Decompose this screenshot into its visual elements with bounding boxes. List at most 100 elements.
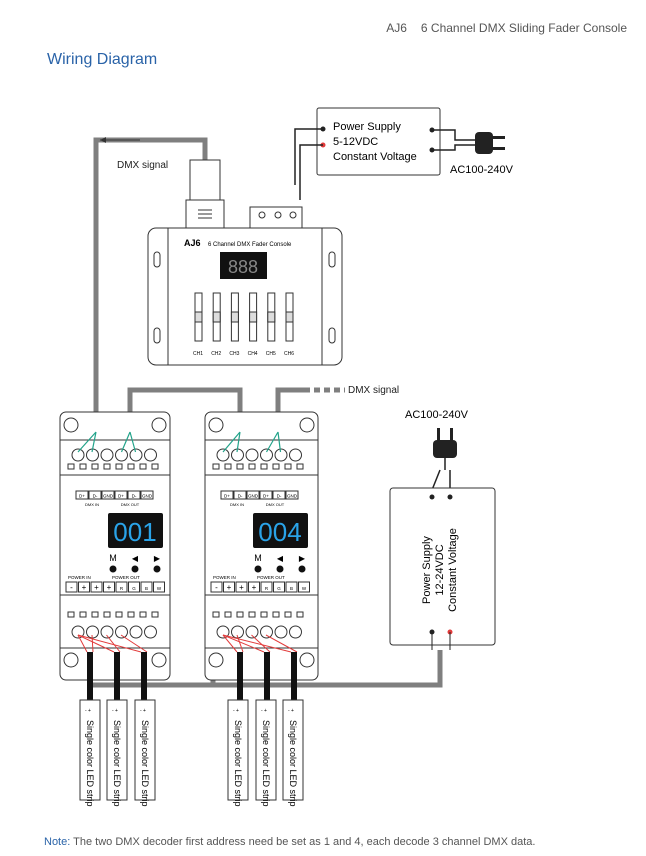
dmx-cable-link (127, 387, 243, 430)
header-product: 6 Channel DMX Sliding Fader Console (420, 21, 627, 35)
dmx-screw-terminal (71, 448, 85, 462)
dmx-terminal-label: GND (142, 494, 153, 499)
dmx-out-label: DMX OUT (121, 502, 140, 507)
dmx-terminal-label: D- (238, 494, 243, 499)
output-screw-terminal (144, 625, 157, 639)
power-terminal-icon (249, 206, 303, 229)
output-terminal-label: + (107, 583, 112, 592)
polarity-label: - + (261, 708, 267, 714)
output-terminal-label: B (290, 586, 293, 591)
ps-line: Constant Voltage (333, 151, 417, 163)
dmx-screw-terminal (144, 448, 157, 462)
prev-button[interactable] (131, 565, 139, 573)
output-terminal-label: G (132, 586, 136, 591)
big-power-supply (389, 487, 496, 646)
output-terminal-label: + (252, 583, 257, 592)
dmx-terminal-label: D- (132, 494, 137, 499)
dmx-screw-terminal (216, 448, 230, 462)
output-terminal-label: R (265, 586, 269, 591)
plug-icon (431, 428, 457, 491)
dmx-screw-terminal (245, 448, 259, 462)
ps-line: Power Supply (333, 121, 401, 133)
dmx-screw-terminal (260, 448, 273, 462)
power-in-label: POWER IN (68, 575, 91, 580)
dmx-terminal-label: D+ (263, 494, 269, 499)
button-label: M (254, 553, 262, 563)
led-strip-label: Single color LED strip (233, 720, 243, 807)
next-button[interactable] (153, 565, 161, 573)
mode-button[interactable] (109, 565, 117, 573)
led-strip-label: Single color LED strip (288, 720, 298, 807)
ps-line: 12-24VDC (434, 544, 446, 595)
dmx-terminal-label: D+ (118, 494, 124, 499)
button-label: ◀ (277, 554, 284, 563)
led-strip: - +Single color LED strip (106, 699, 128, 807)
led-strip: - + Single color LED strip (79, 699, 101, 807)
polarity-label: - + (288, 708, 294, 714)
polarity-label: - + (233, 708, 239, 714)
output-screw-terminal (216, 625, 230, 639)
dmx-out-label: DMX OUT (266, 502, 285, 507)
channel-label: CH3 (229, 351, 239, 357)
page-title: Wiring Diagram (47, 51, 158, 68)
fader-knob[interactable] (230, 311, 239, 323)
fader-knob[interactable] (194, 311, 203, 323)
note-text: The two DMX decoder first address need b… (70, 836, 536, 848)
fader-knob[interactable] (249, 311, 258, 323)
fader-knob[interactable] (285, 311, 294, 323)
output-screw-terminal (129, 625, 143, 639)
polarity-label: - + (85, 708, 91, 714)
power-out-label: POWER OUT (257, 575, 285, 580)
fader-knob[interactable] (267, 311, 276, 323)
output-terminal-label: - (70, 583, 73, 592)
led-strip-label: Single color LED strip (85, 720, 95, 807)
dmx-signal-label: DMX signal (117, 160, 168, 171)
console-name: 6 Channel DMX Fader Console (208, 242, 292, 248)
dmx-connector-icon (185, 159, 225, 229)
channel-label: CH2 (211, 351, 221, 357)
output-terminal-label: + (227, 583, 232, 592)
next-button[interactable] (298, 565, 306, 573)
button-label: ◀ (132, 554, 139, 563)
dmx-terminal-label: D+ (79, 494, 85, 499)
dmx-signal-label-2: DMX signal (348, 385, 399, 396)
mode-button[interactable] (254, 565, 262, 573)
output-screw-terminal (274, 625, 288, 639)
led-strip: - + Single color LED strip (227, 699, 249, 807)
output-screw-terminal (115, 625, 128, 639)
prev-button[interactable] (276, 565, 284, 573)
fader-knob[interactable] (212, 311, 221, 323)
console-display-text: 888 (228, 257, 258, 277)
output-terminal-label: + (82, 583, 87, 592)
console-display (220, 252, 267, 279)
dmx-cable-console (93, 137, 208, 430)
ps-line: 5-12VDC (333, 136, 378, 148)
led-strips: - + Single color LED strip - + Single color… (79, 699, 304, 807)
led-strip: - +Single color LED strip (134, 699, 156, 807)
output-terminal-label: - (215, 583, 218, 592)
dmx-terminal-label: GND (287, 494, 298, 499)
button-label: M (109, 553, 117, 563)
address-display (253, 513, 308, 548)
dmx-screw-terminal (100, 448, 114, 462)
address-display-text: 001 (113, 517, 156, 547)
led-strip: - + Single color LED strip (282, 699, 304, 807)
dmx-screw-terminal (289, 448, 302, 462)
ac-label-small: AC100-240V (450, 164, 514, 176)
power-cable-ground (90, 650, 443, 688)
polarity-label: - + (140, 708, 146, 714)
button-label: ▶ (299, 554, 306, 563)
output-screw-terminal (71, 625, 85, 639)
output-screw-terminal (245, 625, 259, 639)
output-screw-terminal (100, 625, 114, 639)
plug-icon (475, 132, 505, 154)
output-terminal-label: W (302, 586, 307, 591)
output-screw-terminal (289, 625, 302, 639)
console-model: AJ6 (184, 238, 201, 248)
